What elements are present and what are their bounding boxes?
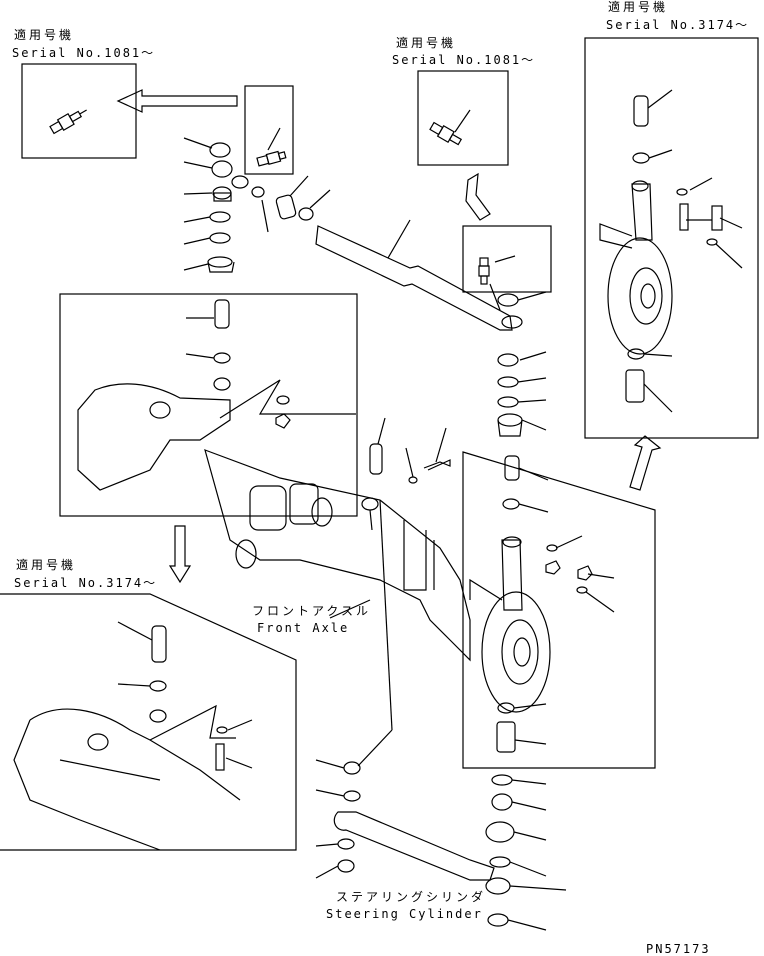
tie-rod (315, 225, 513, 331)
detail-frame-top-right (584, 37, 759, 439)
kingpin-lower (496, 721, 516, 753)
detail-frame-grease-fitting (244, 85, 294, 175)
callout-bottom-left-jp: 適用号機 (16, 558, 77, 572)
front-axle-label-jp: フロントアクスル (252, 604, 372, 618)
detail-frame-axle-pivot (59, 293, 358, 517)
ring-2 (209, 232, 231, 244)
pin (369, 443, 383, 475)
detail-frame-top-left (21, 63, 137, 159)
snap-ring-1 (209, 211, 231, 223)
steering-cylinder-label-en: Steering Cylinder (326, 907, 483, 921)
steering-cylinder-label-jp: ステアリングシリンダ (336, 890, 487, 904)
arrow-up-left (465, 172, 491, 221)
detail-frame-top-center (417, 70, 509, 166)
tie-rod-fitting (478, 257, 490, 285)
front-axle-label-en: Front Axle (257, 621, 350, 635)
detail-frame-bottom-left (0, 593, 297, 851)
arrow-up-right (629, 435, 662, 491)
arrow-left (116, 89, 238, 113)
grease-fitting-frame-part (256, 150, 287, 167)
bushing (275, 194, 297, 220)
page-number: PN57173 (646, 942, 711, 956)
cap-1 (209, 142, 231, 158)
knuckle-arm (501, 539, 523, 611)
callout-top-center-serial: Serial No.1081～ (392, 53, 536, 67)
grease-nipple-detail-2 (429, 121, 463, 146)
nut (545, 560, 561, 575)
grease-nipple-detail-1 (49, 109, 87, 135)
detail-frame-tie-rod-fitting (462, 225, 552, 293)
callout-top-left-serial: Serial No.1081～ (12, 46, 156, 60)
pivot-pin (214, 299, 230, 329)
front-axle-body (204, 449, 471, 662)
arrow-down (168, 525, 192, 584)
boot (207, 256, 233, 268)
callout-top-right-jp: 適用号機 (608, 0, 669, 14)
callout-top-right-serial: Serial No.3174～ (606, 18, 750, 32)
detail-frame-kingpin (462, 451, 656, 769)
spring (485, 821, 515, 843)
bolt-tr (679, 203, 689, 231)
joint-ball (211, 160, 233, 178)
callout-bottom-left-serial: Serial No.3174～ (14, 576, 158, 590)
callout-top-center-jp: 適用号機 (396, 36, 457, 50)
callout-top-left-jp: 適用号機 (14, 28, 75, 42)
bolt (423, 459, 451, 471)
steering-cylinder (333, 811, 495, 881)
knuckle-disc (481, 591, 551, 713)
